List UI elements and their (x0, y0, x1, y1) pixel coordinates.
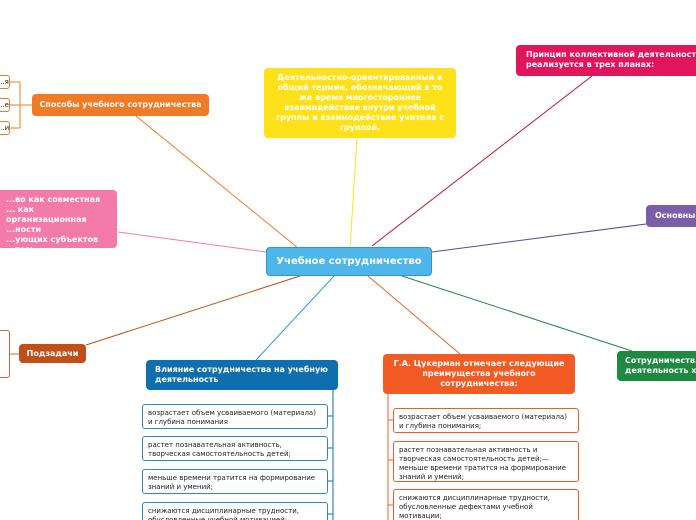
topic-joint-activity[interactable]: ...во как совместная ... как организацио… (0, 190, 117, 248)
link-ways-leaves (10, 81, 32, 129)
central-topic[interactable]: Учебное сотрудничество (266, 247, 432, 276)
topic-influence[interactable]: Влияние сотрудничества на учебную деятел… (146, 360, 338, 390)
link-pink (117, 231, 267, 253)
link-influence-trunk (328, 390, 334, 520)
ways-leaf[interactable]: ...я (0, 75, 10, 89)
influence-leaf[interactable]: растет познавательная активность, творче… (142, 436, 328, 461)
influence-leaf[interactable]: возрастает объем усваиваемого (материала… (142, 404, 328, 429)
subtasks-leaf[interactable] (0, 330, 10, 378)
topic-cooperation-activity[interactable]: Сотрудничеств... деятельность х... (617, 351, 696, 381)
topic-tsukerman[interactable]: Г.А. Цукерман отмечает следующие преимущ… (383, 354, 575, 394)
link-subtasks (85, 275, 301, 346)
link-green (401, 275, 633, 352)
link-influence (255, 275, 335, 361)
topic-definition[interactable]: Деятельностно-ориентированный и общий те… (264, 68, 456, 138)
topic-main[interactable]: Основны... (646, 205, 696, 227)
topic-subtasks[interactable]: Подзадачи (19, 344, 86, 363)
link-magenta (371, 75, 593, 247)
link-yellow (349, 137, 358, 249)
ways-leaf[interactable]: ...е (0, 98, 10, 112)
influence-leaf[interactable]: меньше времени тратится на формирование … (142, 469, 328, 494)
link-ways (135, 115, 299, 249)
link-purple (431, 223, 647, 253)
influence-leaf[interactable]: снижаются дисциплинарные трудности, обус… (142, 502, 328, 520)
tsukerman-leaf[interactable]: растет познавательная активность и творч… (393, 441, 579, 482)
ways-leaf[interactable]: ...ис (0, 121, 10, 135)
topic-collective-principle[interactable]: Принцип коллективной деятельности реализ… (516, 45, 696, 76)
link-tsukerman (367, 275, 461, 355)
tsukerman-leaf[interactable]: возрастает объем усваиваемого (материала… (393, 408, 579, 433)
topic-cooperation-methods[interactable]: Способы учебного сотрудничества (32, 94, 209, 116)
link-tsukerman-trunk (387, 394, 393, 520)
tsukerman-leaf[interactable]: снижаются дисциплинарные трудности, обус… (393, 489, 579, 520)
